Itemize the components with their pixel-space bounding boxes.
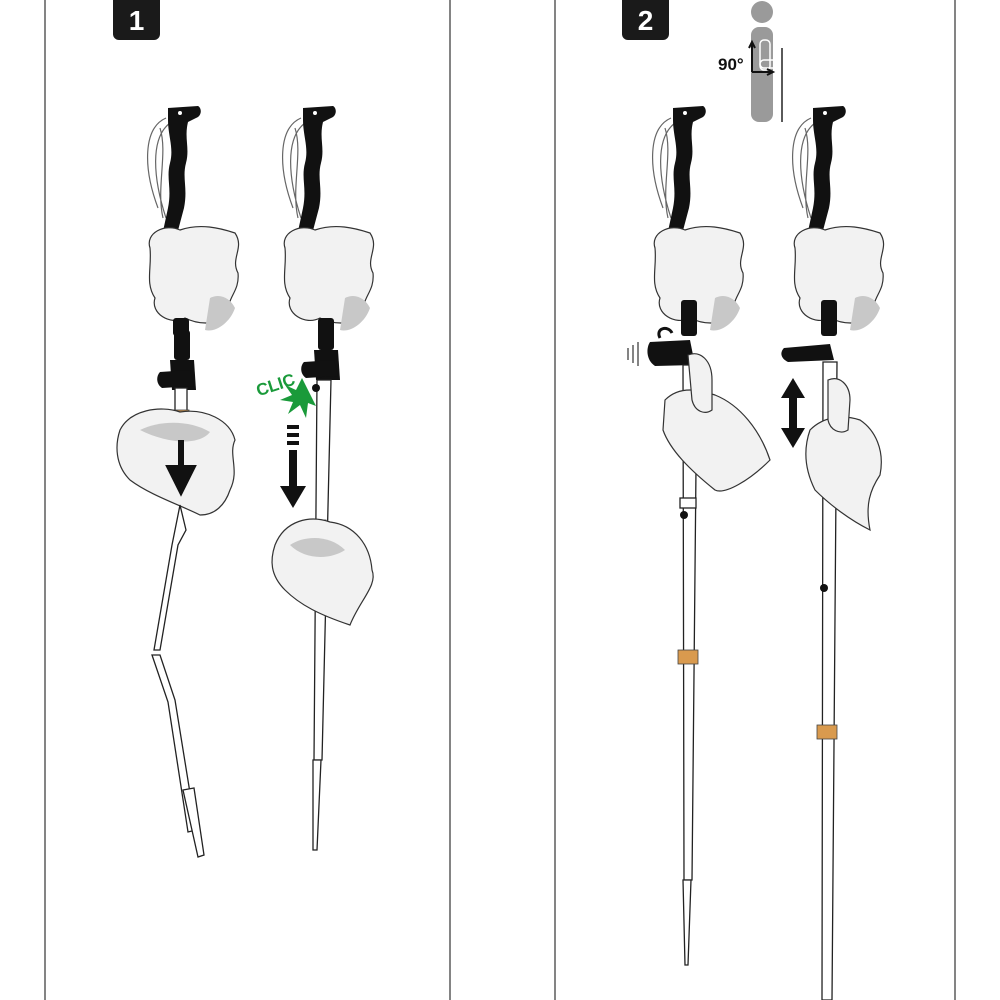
posture-figure-icon: 90°	[718, 1, 785, 122]
pole-1a-illustration	[116, 105, 240, 858]
step-2-badge: 2	[622, 0, 669, 40]
angle-label: 90°	[718, 55, 744, 74]
rotate-arrow-icon	[657, 326, 674, 339]
vibration-icon	[627, 342, 639, 366]
step-1-badge: 1	[113, 0, 160, 40]
panel-borders	[44, 0, 956, 1000]
step-1-number: 1	[129, 5, 145, 36]
click-burst-icon	[280, 378, 316, 418]
pole-1b-illustration: CLIC	[254, 105, 375, 851]
up-down-arrow-icon	[781, 378, 805, 448]
pole-2b-illustration	[781, 105, 885, 1000]
pole-2a-illustration	[627, 105, 771, 966]
down-arrow-motion-icon	[280, 425, 306, 508]
step-2-number: 2	[638, 5, 654, 36]
down-arrow-icon	[165, 440, 197, 497]
